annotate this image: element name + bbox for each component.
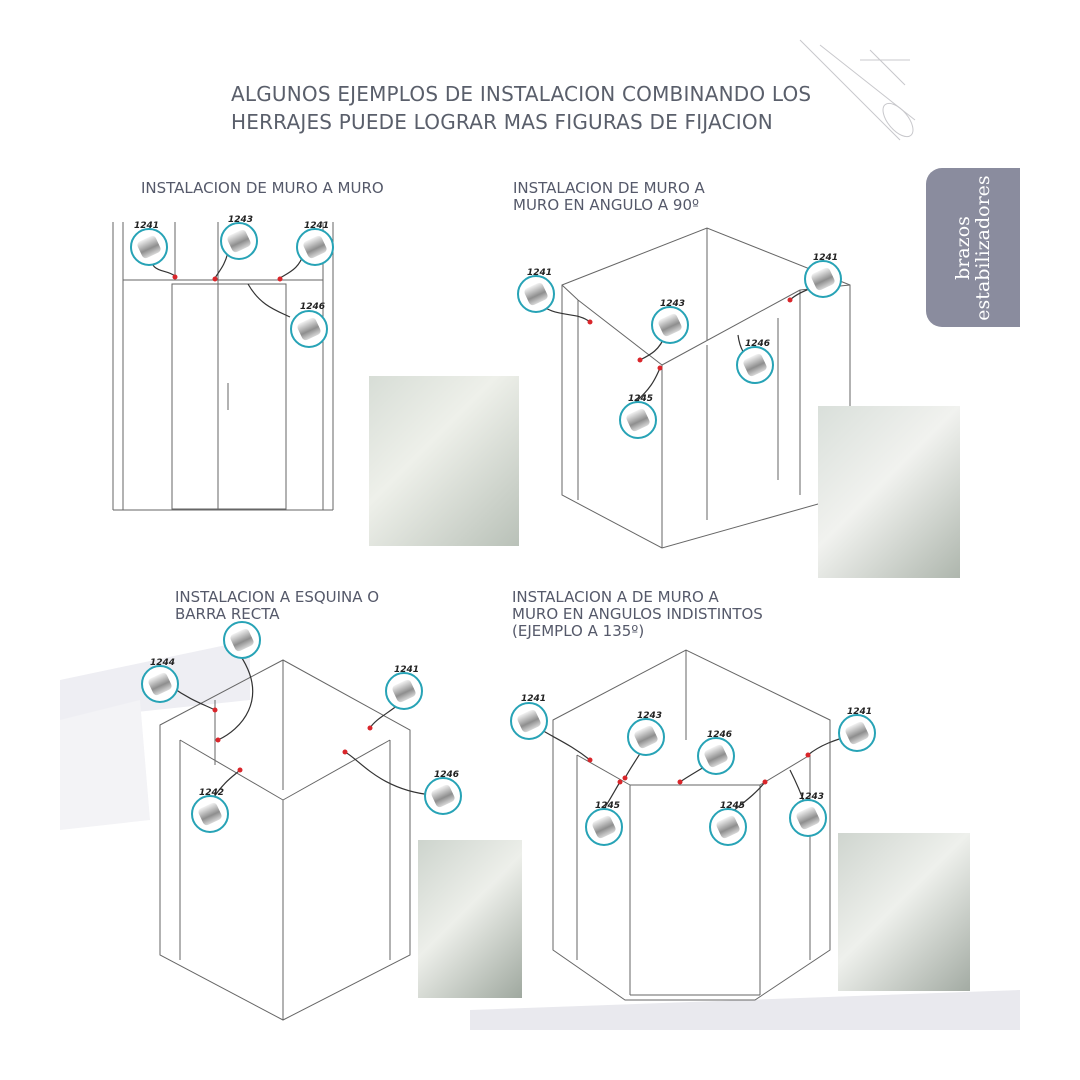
title-line-2: HERRAJES PUEDE LOGRAR MAS FIGURAS DE FIJ…: [231, 110, 773, 134]
fitting-1241-icon: [510, 702, 548, 740]
fitting-1246-icon: [697, 737, 735, 775]
fitting-1245-icon: [585, 808, 623, 846]
fitting-1241-icon: [804, 260, 842, 298]
fitting-1246-icon: [736, 346, 774, 384]
section-title-90-degrees: INSTALACION DE MURO A MURO EN ANGULO A 9…: [513, 179, 705, 214]
code-label: 1243: [228, 215, 254, 225]
section-title-wall-to-wall: INSTALACION DE MURO A MURO: [141, 179, 384, 197]
photo-any-angle: [838, 833, 970, 991]
code-label: 1246: [707, 730, 733, 740]
side-tab: brazos estabilizadores: [926, 168, 1020, 327]
diagram-90-degrees: [561, 227, 851, 549]
fitting-1242-icon: [191, 795, 229, 833]
code-label: 1241: [527, 268, 553, 278]
fitting-1246-icon: [424, 777, 462, 815]
code-label: 1241: [847, 707, 873, 717]
page-title: ALGUNOS EJEMPLOS DE INSTALACION COMBINAN…: [231, 80, 811, 136]
fitting-1243-icon: [789, 799, 827, 837]
fitting-1241-icon: [296, 228, 334, 266]
photo-corner: [418, 840, 522, 998]
code-label: 1246: [745, 339, 771, 349]
code-label: 1243: [637, 711, 663, 721]
photo-90-degrees: [818, 406, 960, 578]
fitting-1246-icon: [290, 310, 328, 348]
photo-wall-to-wall: [369, 376, 519, 546]
fitting-1241-icon: [838, 714, 876, 752]
fitting-1243-icon: [651, 306, 689, 344]
fitting-1246-icon: [223, 621, 261, 659]
section-title-any-angle: INSTALACION A DE MURO A MURO EN ANGULOS …: [512, 588, 763, 640]
diagram-corner: [159, 659, 411, 1021]
fitting-1243-icon: [627, 718, 665, 756]
diagram-wall-to-wall: [112, 222, 334, 511]
diagram-any-angle: [552, 649, 831, 1001]
code-label: 1243: [660, 299, 686, 309]
code-label: 1245: [628, 394, 654, 404]
code-label: 1246: [300, 302, 326, 312]
code-label: 1241: [304, 221, 330, 231]
code-label: 1241: [521, 694, 547, 704]
fitting-1241-icon: [517, 275, 555, 313]
title-line-1: ALGUNOS EJEMPLOS DE INSTALACION COMBINAN…: [231, 82, 812, 106]
section-title-corner: INSTALACION A ESQUINA O BARRA RECTA: [175, 588, 380, 623]
fitting-1243-icon: [220, 222, 258, 260]
fitting-1241-icon: [385, 672, 423, 710]
fitting-1241-icon: [130, 228, 168, 266]
code-label: 1246: [434, 770, 460, 780]
code-label: 1242: [199, 788, 225, 798]
code-label: 1245: [720, 801, 746, 811]
code-label: 1241: [134, 221, 160, 231]
code-label: 1241: [813, 253, 839, 263]
code-label: 1243: [799, 792, 825, 802]
code-label: 1241: [394, 665, 420, 675]
code-label: 1245: [595, 801, 621, 811]
fitting-1245-icon: [709, 808, 747, 846]
fitting-1245-icon: [619, 401, 657, 439]
fitting-1244-icon: [141, 665, 179, 703]
code-label: 1244: [150, 658, 176, 668]
